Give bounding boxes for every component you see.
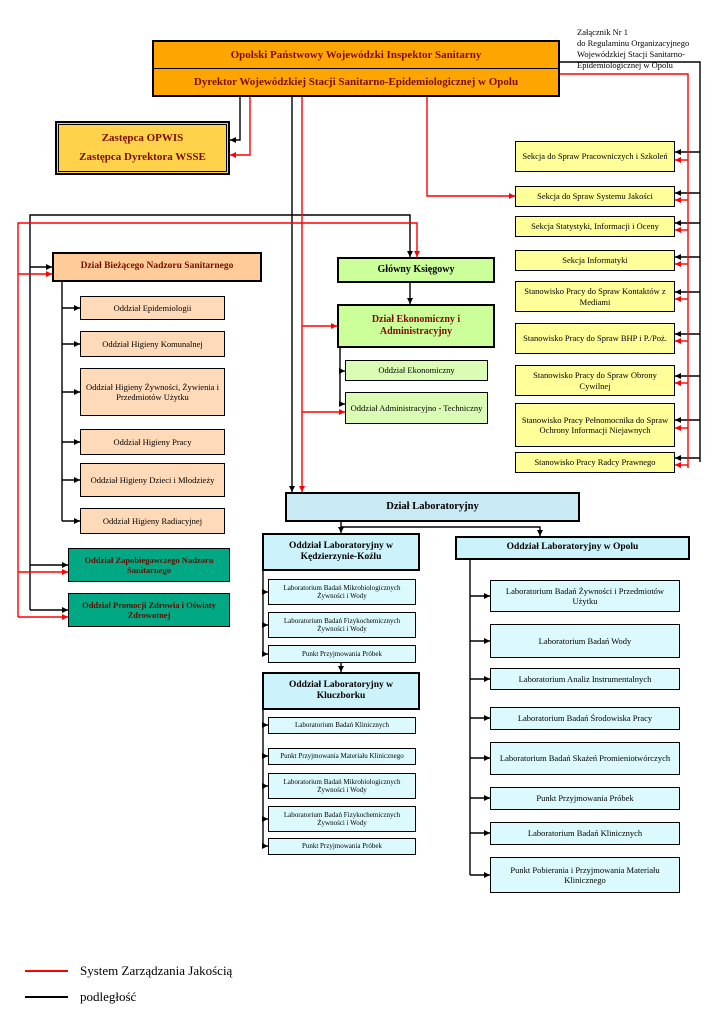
- org-box-radca-prawny: Stanowisko Pracy Radcy Prawnego: [515, 452, 675, 473]
- org-box-opo-analizy: Laboratorium Analiz Instrumentalnych: [490, 668, 680, 690]
- org-box-media: Stanowisko Pracy do Spraw Kontaktów z Me…: [515, 281, 675, 312]
- director-title: Dyrektor Wojewódzkiej Stacji Sanitarno-E…: [154, 68, 558, 95]
- subordination-lines: [25, 61, 701, 998]
- org-box-opo-punkt-materialu: Punkt Pobierania i Przyjmowania Materiał…: [490, 857, 680, 893]
- org-box-klu-mikrobiologia: Laboratorium Badań Mikrobiologicznych Ży…: [268, 773, 416, 799]
- org-box-oddzial-administracyjny: Oddział Administracyjno - Techniczny: [345, 392, 488, 424]
- org-box-opo-zywnosc: Laboratorium Badań Żywności i Przedmiotó…: [490, 580, 680, 612]
- org-box-higiena-pracy: Oddział Higieny Pracy: [80, 429, 225, 455]
- org-box-inspector: Opolski Państwowy Wojewódzki Inspektor S…: [152, 40, 560, 97]
- deputy-line2: Zastępca Dyrektora WSSE: [79, 151, 206, 163]
- org-box-opo-kliniczne: Laboratorium Badań Klinicznych: [490, 822, 680, 845]
- org-box-opo-srodowisko: Laboratorium Badań Środowiska Pracy: [490, 707, 680, 730]
- org-box-higiena-radiacyjna: Oddział Higieny Radiacyjnej: [80, 508, 225, 534]
- org-box-dzial-ekonomiczny: Dział Ekonomiczny i Administracyjny: [337, 304, 495, 348]
- attachment-note-line: Wojewódzkiej Stacji Sanitarno-: [577, 49, 685, 60]
- org-box-sekcja-informatyki: Sekcja Informatyki: [515, 250, 675, 271]
- legend-subordination-label: podległość: [80, 989, 137, 1004]
- org-box-lab-kedzierzyn: Oddział Laboratoryjny w Kędzierzynie-Koź…: [262, 533, 420, 571]
- org-box-glowny-ksiegowy: Główny Księgowy: [337, 257, 495, 283]
- legend-qms-label: System Zarządzania Jakością: [80, 963, 233, 978]
- org-box-klu-fizykochemia: Laboratorium Badań Fizykochemicznych Żyw…: [268, 806, 416, 832]
- org-box-obrona-cywilna: Stanowisko Pracy do Spraw Obrony Cywilne…: [515, 365, 675, 396]
- org-box-klu-punkt-probek: Punkt Przyjmowania Próbek: [268, 838, 416, 855]
- org-box-bhp: Stanowisko Pracy do Spraw BHP i P./Poż.: [515, 323, 675, 354]
- org-box-epidemiologia: Oddział Epidemiologii: [80, 296, 225, 320]
- attachment-note: Załącznik Nr 1 do Regulaminu Organizacyj…: [577, 27, 725, 71]
- qms-lines: [17, 73, 689, 972]
- attachment-note-line: Epidemiologicznej w Opolu: [577, 60, 673, 71]
- attachment-note-line: do Regulaminu Organizacyjnego: [577, 38, 690, 49]
- org-box-deputy: Zastępca OPWIS Zastępca Dyrektora WSSE: [55, 121, 230, 175]
- org-box-lab-opole: Oddział Laboratoryjny w Opolu: [455, 536, 690, 560]
- org-box-opo-punkt-probek: Punkt Przyjmowania Próbek: [490, 787, 680, 810]
- org-box-higiena-komunalna: Oddział Higieny Komunalnej: [80, 331, 225, 357]
- deputy-line1: Zastępca OPWIS: [101, 132, 184, 145]
- org-box-sekcja-statystyki: Sekcja Statystyki, Informacji i Oceny: [515, 216, 675, 237]
- attachment-note-line: Załącznik Nr 1: [577, 27, 628, 37]
- org-box-ked-punkt-probek: Punkt Przyjmowania Próbek: [268, 645, 416, 663]
- org-box-dzial-laboratoryjny: Dział Laboratoryjny: [285, 492, 580, 522]
- org-box-ked-mikrobiologia: Laboratorium Badań Mikrobiologicznych Ży…: [268, 579, 416, 605]
- org-box-promocja-zdrowia: Oddział Promocji Zdrowia i Oświaty Zdrow…: [68, 593, 230, 627]
- org-box-opo-woda: Laboratorium Badań Wody: [490, 624, 680, 658]
- org-box-lab-kluczbork: Oddział Laboratoryjny w Kluczborku: [262, 672, 420, 710]
- org-box-higiena-zywnosci: Oddział Higieny Żywności, Żywienia i Prz…: [80, 368, 225, 416]
- org-box-klu-kliniczne: Laboratorium Badań Klinicznych: [268, 717, 416, 734]
- org-box-klu-punkt-materialu: Punkt Przyjmowania Materiału Klinicznego: [268, 748, 416, 765]
- org-box-ked-fizykochemia: Laboratorium Badań Fizykochemicznych Żyw…: [268, 612, 416, 638]
- org-box-zapobiegawczy-nadzor: Oddział Zapobiegawczego Nadzoru Sanitarn…: [68, 548, 230, 582]
- org-box-sekcja-pracownicza: Sekcja do Spraw Pracowniczych i Szkoleń: [515, 141, 675, 172]
- org-box-nadzor-sanitarny: Dział Bieżącego Nadzoru Sanitarnego: [52, 252, 262, 282]
- org-box-sekcja-jakosci: Sekcja do Spraw Systemu Jakości: [515, 186, 675, 207]
- org-box-opo-skazenia: Laboratorium Badań Skażeń Promieniotwórc…: [490, 742, 680, 775]
- org-box-informacje-niejawne: Stanowisko Pracy Pełnomocnika do Spraw O…: [515, 403, 675, 447]
- org-box-oddzial-ekonomiczny: Oddział Ekonomiczny: [345, 360, 488, 381]
- org-box-higiena-dzieci: Oddział Higieny Dzieci i Młodzieży: [80, 463, 225, 497]
- inspector-title: Opolski Państwowy Wojewódzki Inspektor S…: [230, 48, 482, 61]
